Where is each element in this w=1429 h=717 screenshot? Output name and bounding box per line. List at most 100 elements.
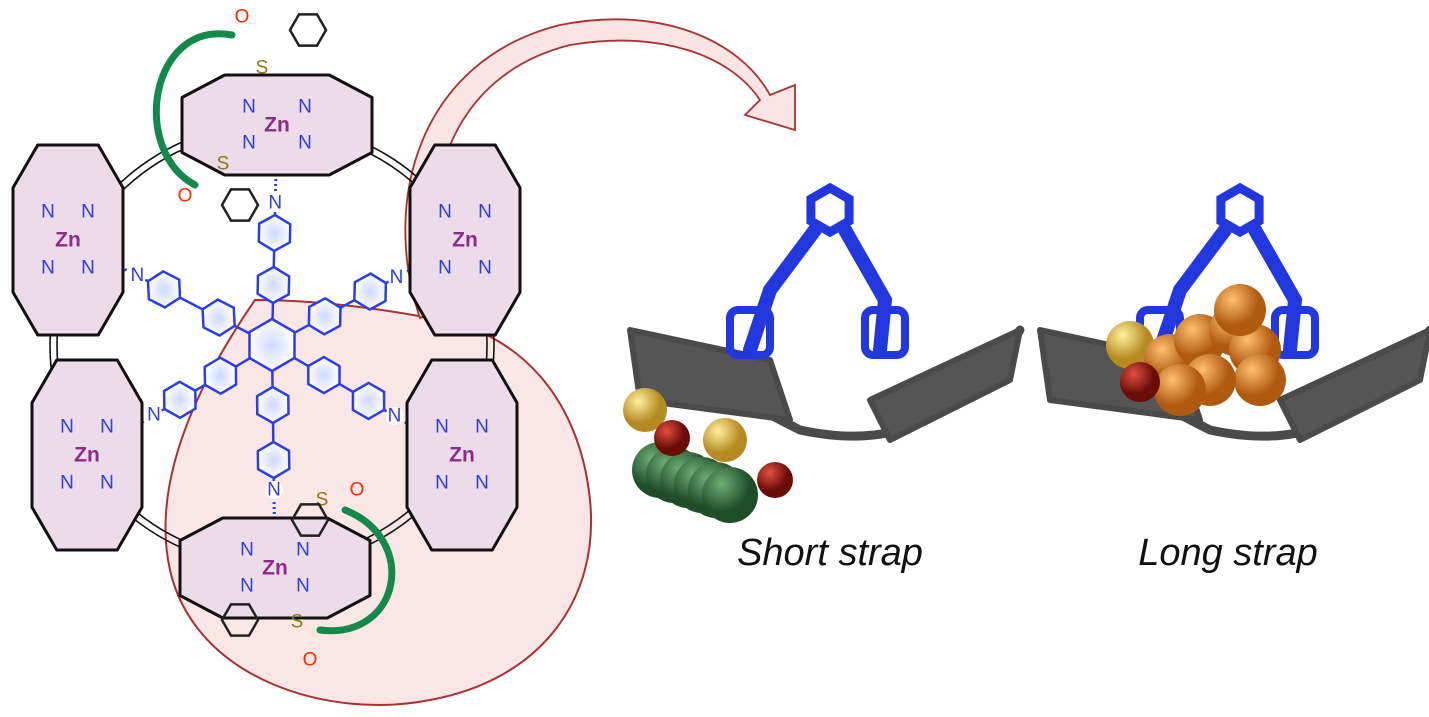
strap-chain <box>316 506 396 635</box>
sulfur-label: S <box>217 154 230 175</box>
porphyrin-macrocycle <box>178 516 372 620</box>
pyridine-nitrogen-backdrop <box>145 406 164 425</box>
porphyrin-nitrogen-label: N <box>435 417 449 438</box>
pyridine-model-right <box>1271 306 1319 359</box>
porphyrin-nitrogen-label: N <box>298 97 312 118</box>
carbon-sphere <box>1154 364 1206 416</box>
pyridine-ring <box>146 269 182 309</box>
porphyrin-nitrogen-label: N <box>478 258 492 279</box>
ligand-arms-model <box>1153 223 1303 357</box>
pyridine-nitrogen-label: N <box>388 405 402 426</box>
porphyrin-model-right <box>867 327 1023 443</box>
short-strap-model <box>623 182 1025 523</box>
ligand-arms-model <box>743 223 893 357</box>
carbon-sphere <box>1214 284 1266 336</box>
pyridine-nitrogen-backdrop <box>264 481 283 500</box>
zinc-label: Zn <box>452 229 478 252</box>
porphyrin-nitrogen-label: N <box>240 540 254 561</box>
porphyrin-nitrogen-label: N <box>435 473 449 494</box>
sulfur-sphere <box>623 388 667 432</box>
benzene-ring <box>220 188 260 222</box>
caption-short-strap: Short strap <box>737 532 923 574</box>
ligand-phenyl-model <box>1216 182 1264 238</box>
zinc-porphyrin: N N N NZn <box>408 143 522 337</box>
porphyrin-nitrogen-label: N <box>81 258 95 279</box>
caption-long-strap: Long strap <box>1138 532 1318 574</box>
benzene-ring <box>288 13 328 47</box>
porphyrin-nitrogen-label: N <box>296 576 310 597</box>
pyridine-model-right <box>861 306 909 359</box>
pyridine-nitrogen-backdrop <box>385 406 404 425</box>
phenyl-ring <box>256 265 291 305</box>
central-benzene <box>248 317 296 373</box>
porphyrin-nitrogen-label: N <box>478 202 492 223</box>
hexapyridyl-template <box>79 138 454 555</box>
porphyrin-macrocycle <box>11 143 125 337</box>
zinc-porphyrin: N N N NZn <box>11 143 125 337</box>
ligand-phenyl-model <box>806 182 854 238</box>
oxygen-label: O <box>350 480 365 501</box>
porphyrin-nitrogen-label: N <box>41 258 55 279</box>
highlight-region <box>164 298 593 706</box>
highlight-lobe <box>164 298 593 706</box>
benzene-ring <box>290 503 330 537</box>
carbon-sphere <box>702 467 758 523</box>
zinc-label: Zn <box>449 444 475 467</box>
phenyl-ring <box>201 298 236 337</box>
porphyrin-nitrogen-label: N <box>475 473 489 494</box>
porphyrin-nitrogen-label: N <box>438 202 452 223</box>
porphyrin-nitrogen-label: N <box>60 473 74 494</box>
thioester-strap: S O S O <box>152 7 269 207</box>
porphyrin-macrocycle <box>408 143 522 337</box>
sulfur-label: S <box>256 58 269 79</box>
oxygen-sphere <box>1120 362 1160 402</box>
pyridyl-arm <box>98 356 251 450</box>
pyridine-nitrogen-label: N <box>390 267 404 288</box>
porphyrin-nitrogen-label: N <box>438 258 452 279</box>
zinc-label: Zn <box>262 557 288 580</box>
porphyrin-nitrogen-label: N <box>60 417 74 438</box>
porphyrin-model-left <box>627 327 793 423</box>
sulfur-sphere <box>1106 321 1154 369</box>
arrow-shape <box>404 18 796 320</box>
zinc-label: Zn <box>55 229 81 252</box>
porphyrin-macrocycle <box>30 358 144 552</box>
phenyl-ring <box>307 355 341 395</box>
pyridine-ring <box>162 380 197 420</box>
benzene-ring <box>220 603 260 637</box>
pyridine-nitrogen-label: N <box>130 265 144 286</box>
phenyl-ring <box>307 296 342 336</box>
porphyrin-nitrogen-label: N <box>41 202 55 223</box>
pyridyl-arm <box>256 138 292 320</box>
oxygen-label: O <box>178 186 193 207</box>
porphyrin-nitrogen-label: N <box>242 97 256 118</box>
porphyrin-nitrogen-label: N <box>240 576 254 597</box>
porphyrin-nitrogen-label: N <box>242 133 256 154</box>
pyridine-nitrogen-backdrop <box>387 268 406 287</box>
phenyl-ring <box>255 385 290 425</box>
porphyrin-macrocycle <box>180 73 374 177</box>
pyridine-model-left <box>726 306 774 359</box>
porphyrin-nitrogen-label: N <box>81 202 95 223</box>
carbon-sphere <box>1234 354 1286 406</box>
pyridine-nitrogen-backdrop <box>128 266 147 285</box>
pyridine-nitrogen-label: N <box>267 480 281 501</box>
porphyrin-nitrogen-label: N <box>100 473 114 494</box>
porphyrin-nitrogen-label: N <box>296 540 310 561</box>
oxygen-label: O <box>235 7 250 28</box>
porphyrin-model-right <box>1277 327 1429 443</box>
pyridine-nitrogen-label: N <box>147 405 161 426</box>
pyridine-ring <box>353 272 388 312</box>
pyridine-ring <box>351 381 386 421</box>
strap-chain <box>152 30 236 189</box>
oxygen-sphere <box>654 420 690 456</box>
